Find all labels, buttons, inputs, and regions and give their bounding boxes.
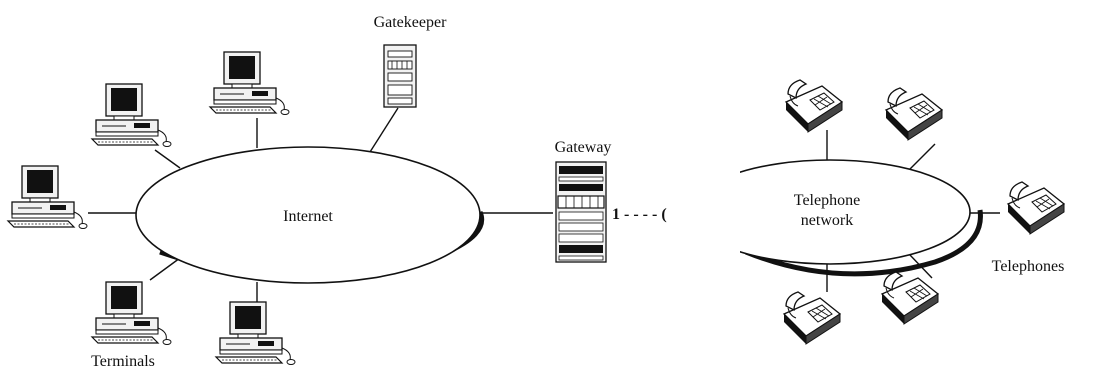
internet-label: Internet xyxy=(283,208,333,225)
terminals-label: Terminals xyxy=(91,353,155,370)
telephone-network-label-line2: network xyxy=(801,212,853,229)
internet-cloud xyxy=(135,146,484,284)
link-phone-upper-right xyxy=(906,143,936,173)
computer-terminal-icon xyxy=(91,281,172,346)
telephones-label: Telephones xyxy=(992,258,1065,275)
gateway-link-marker: 1 - - - - ( xyxy=(612,206,667,223)
server-tower-icon xyxy=(383,44,417,108)
computer-terminal-icon xyxy=(215,301,296,366)
gatekeeper-label: Gatekeeper xyxy=(374,14,448,31)
internet-links xyxy=(88,107,553,305)
computer-terminal-icon xyxy=(7,165,88,230)
desk-telephone-icon xyxy=(881,271,939,325)
telephone-network-cloud xyxy=(686,150,983,280)
desk-telephone-icon xyxy=(785,79,843,133)
desk-telephone-icon xyxy=(885,87,943,141)
computer-terminal-icon xyxy=(91,83,172,148)
link-gatekeeper xyxy=(369,107,399,153)
link-terminal-upper-left xyxy=(154,149,181,169)
gateway-rack-icon xyxy=(555,161,607,263)
desk-telephone-icon xyxy=(1007,181,1065,235)
desk-telephone-icon xyxy=(783,291,841,345)
telephone-network-label-line1: Telephone xyxy=(794,192,860,209)
gateway-label: Gateway xyxy=(555,139,612,156)
link-terminal-lower-left xyxy=(149,257,181,281)
computer-terminal-icon xyxy=(209,51,290,116)
